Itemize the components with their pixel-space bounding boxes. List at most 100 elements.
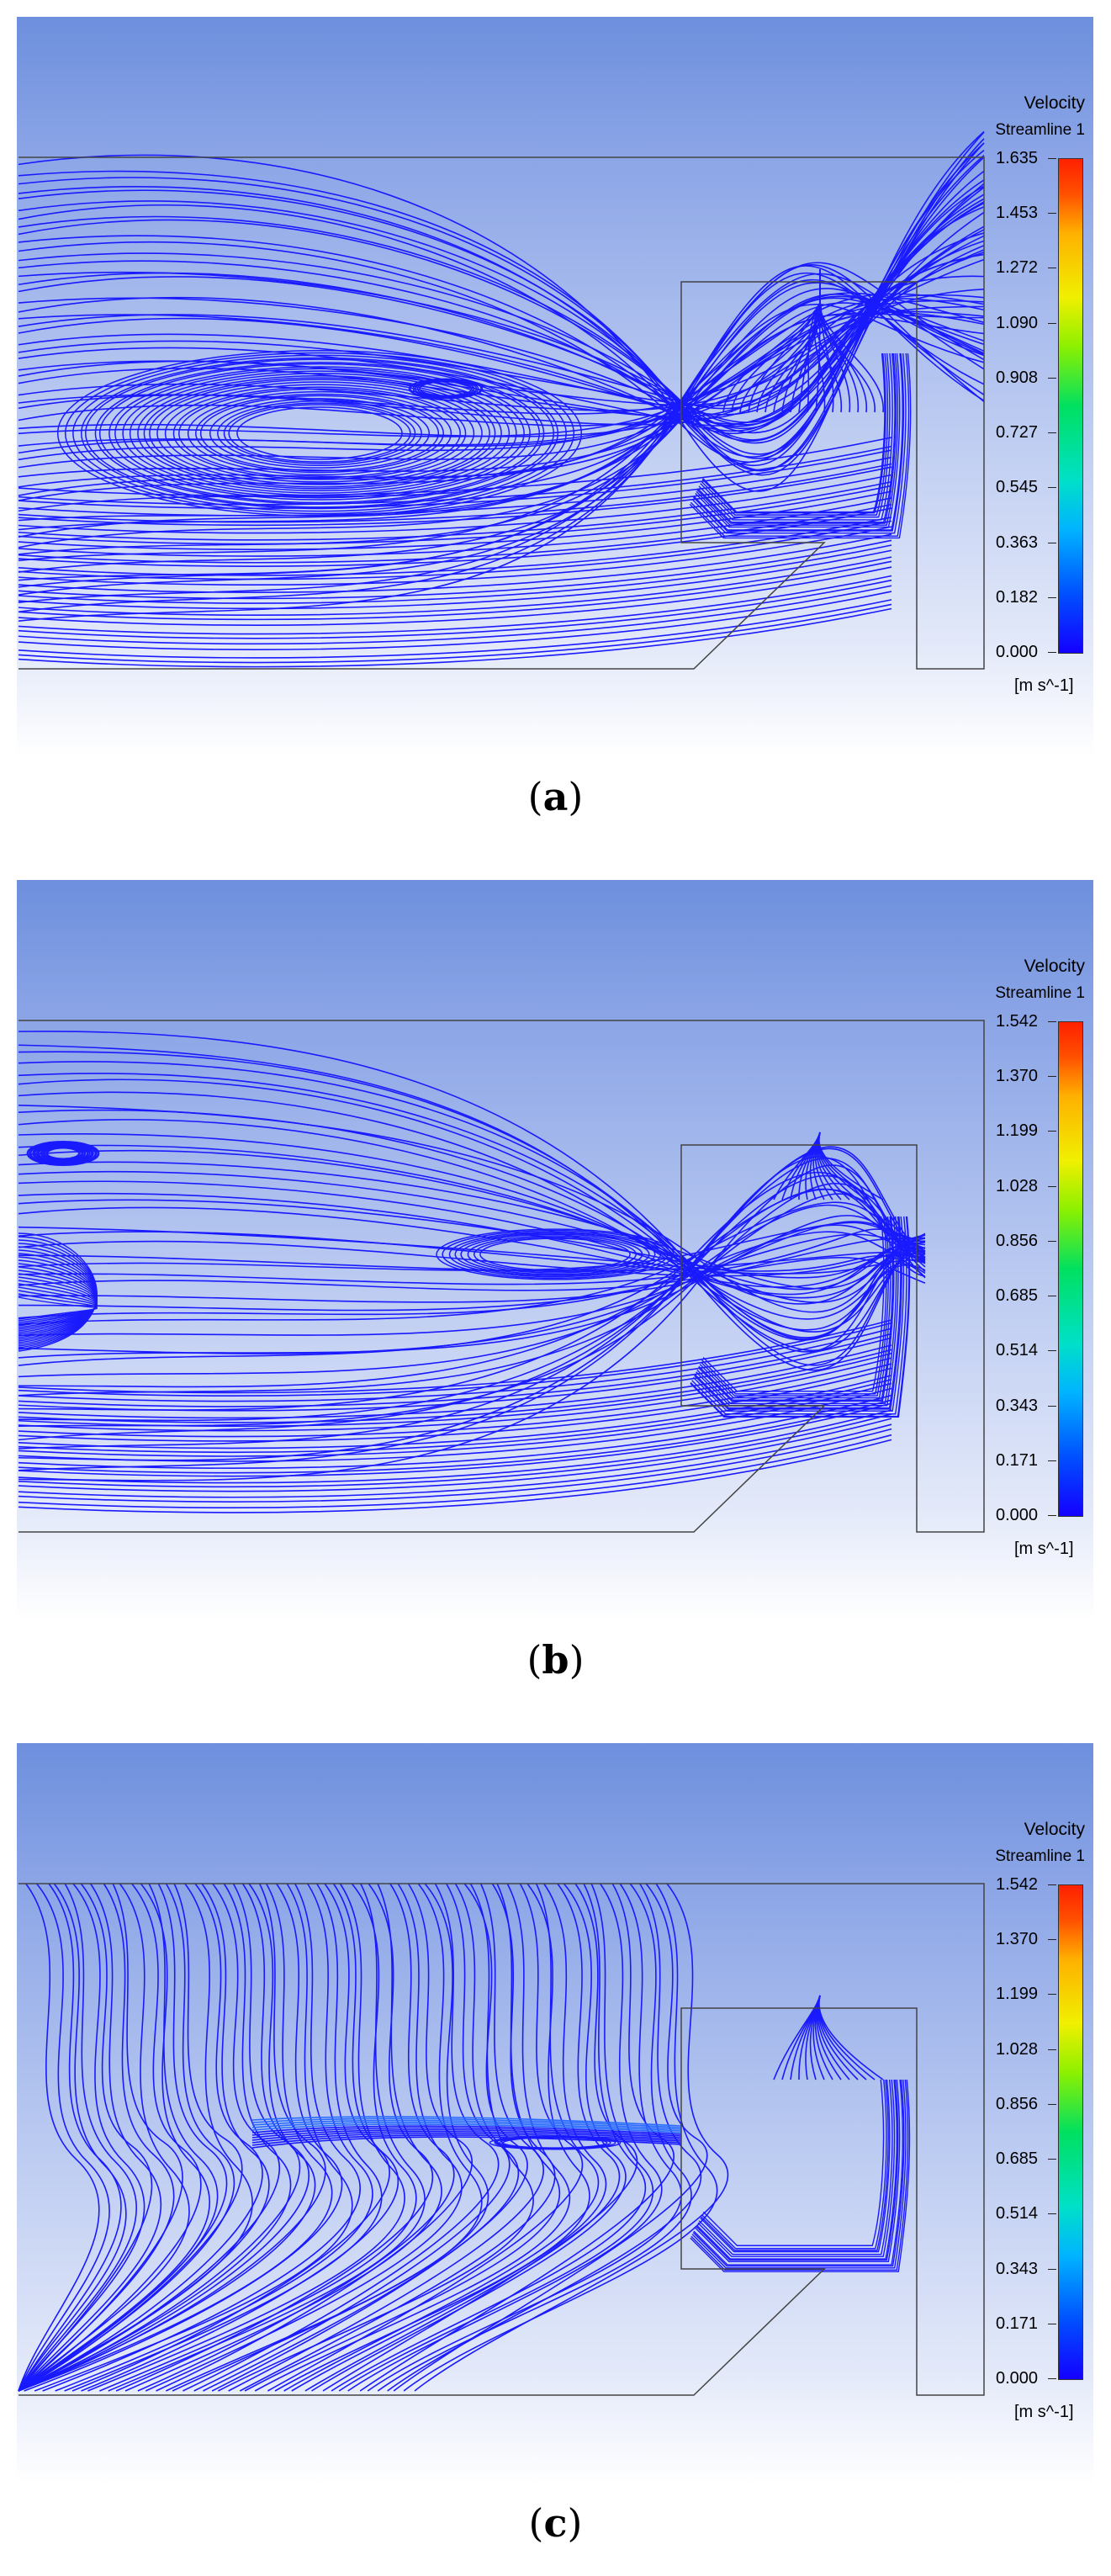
- colorbar-tick-mark: [1048, 1021, 1056, 1022]
- streamline: [18, 1337, 892, 1412]
- colorbar-tick-label: 0.363: [996, 533, 1039, 552]
- streamline: [18, 1349, 892, 1423]
- colorbar-tick-label: 0.343: [996, 2259, 1039, 2278]
- streamline: [64, 352, 575, 515]
- streamline: [18, 1434, 892, 1508]
- colorbar-tick-label: 1.272: [996, 258, 1039, 278]
- streamline: [18, 1883, 228, 2392]
- streamline: [18, 142, 985, 471]
- streamline: [172, 386, 467, 480]
- colorbar: [1058, 158, 1083, 654]
- streamline: [18, 463, 892, 523]
- streamline: [18, 1428, 892, 1503]
- streamline: [818, 1132, 884, 1201]
- streamline: [322, 1883, 638, 2392]
- streamline: [18, 591, 892, 650]
- legend-title: Velocity: [1024, 1820, 1085, 1839]
- unit-label: [m s^-1]: [1014, 2403, 1074, 2421]
- streamlines-b: [18, 1031, 926, 1513]
- colorbar-tick-mark: [1048, 1460, 1056, 1461]
- streamline: [702, 1216, 885, 1392]
- streamline: [690, 1216, 910, 1418]
- colorbar-tick-mark: [1048, 1185, 1056, 1187]
- streamline: [251, 2130, 682, 2141]
- streamline: [18, 1283, 98, 1327]
- streamline: [18, 1883, 270, 2392]
- streamline: [18, 1382, 892, 1457]
- colorbar-tick-mark: [1048, 1515, 1056, 1516]
- streamline: [145, 1883, 463, 2392]
- streamline: [18, 1399, 892, 1474]
- colorbar-tick-mark: [1048, 596, 1056, 598]
- streamline: [18, 1161, 926, 1290]
- streamline: [18, 1883, 110, 2392]
- streamline: [18, 1883, 263, 2392]
- streamline: [18, 1402, 892, 1477]
- streamline: [251, 2133, 682, 2144]
- legend-title: Velocity: [1024, 93, 1085, 113]
- streamline: [108, 366, 531, 501]
- streamline: [18, 485, 892, 545]
- streamline: [183, 1883, 500, 2392]
- streamline: [18, 1257, 926, 1291]
- streamline: [18, 1883, 137, 2392]
- streamline: [18, 607, 892, 668]
- streamline: [18, 273, 985, 562]
- streamline: [691, 1216, 907, 1415]
- colorbar: [1058, 1021, 1083, 1517]
- streamline: [699, 1216, 891, 1399]
- streamline: [218, 1883, 534, 2392]
- domain-outline-b: [19, 1020, 985, 1533]
- streamline: [819, 269, 884, 413]
- colorbar: [1058, 1884, 1083, 2380]
- streamline: [42, 1883, 361, 2392]
- colorbar-tick-mark: [1048, 213, 1056, 215]
- colorbar-tick-label: 0.343: [996, 1396, 1039, 1415]
- colorbar-tick-label: 1.370: [996, 1067, 1039, 1086]
- streamline: [209, 398, 431, 469]
- streamline: [700, 1216, 890, 1397]
- streamline: [692, 1216, 905, 1412]
- streamline: [690, 1216, 911, 1418]
- streamline: [702, 352, 886, 513]
- streamline: [251, 2116, 682, 2127]
- colorbar-tick-mark: [1048, 2213, 1056, 2215]
- streamline: [223, 402, 416, 464]
- streamline: [24, 1883, 343, 2392]
- colorbar-tick-label: 1.370: [996, 1930, 1039, 1949]
- streamline: [18, 466, 892, 527]
- streamline: [696, 352, 899, 526]
- streamline: [18, 1439, 892, 1513]
- streamline: [18, 526, 892, 586]
- streamline: [18, 1394, 892, 1469]
- caption-c: (c): [528, 2500, 583, 2546]
- streamline: [18, 258, 985, 415]
- colorbar-tick-label: 0.000: [996, 643, 1039, 661]
- streamline: [81, 1883, 399, 2392]
- colorbar-tick-label: 1.028: [996, 1176, 1039, 1195]
- colorbar-tick-label: 1.199: [996, 1121, 1039, 1141]
- streamline: [18, 520, 892, 580]
- streamline: [108, 1883, 426, 2392]
- streamline: [18, 1222, 926, 1271]
- streamline: [18, 1164, 926, 1481]
- streamline: [408, 378, 484, 400]
- colorbar-tick-label: 0.908: [996, 368, 1039, 387]
- streamline: [18, 1333, 892, 1407]
- colorbar-tick-label: 0.856: [996, 2094, 1039, 2113]
- streamline: [18, 1883, 127, 2392]
- streamline: [18, 1228, 926, 1285]
- streamline: [18, 556, 892, 617]
- streamline: [454, 1232, 656, 1276]
- colorbar-tick-label: 1.090: [996, 313, 1039, 332]
- streamline: [18, 1146, 926, 1461]
- streamline: [347, 1883, 663, 2392]
- streamline: [18, 272, 985, 603]
- streamlines-a: [18, 130, 985, 668]
- streamline: [692, 2079, 905, 2267]
- streamline: [818, 1995, 884, 2080]
- streamline: [18, 1883, 161, 2392]
- domain-outline-c: [19, 1883, 985, 2396]
- colorbar-tick-label: 1.199: [996, 1985, 1039, 2004]
- streamline: [18, 1273, 98, 1332]
